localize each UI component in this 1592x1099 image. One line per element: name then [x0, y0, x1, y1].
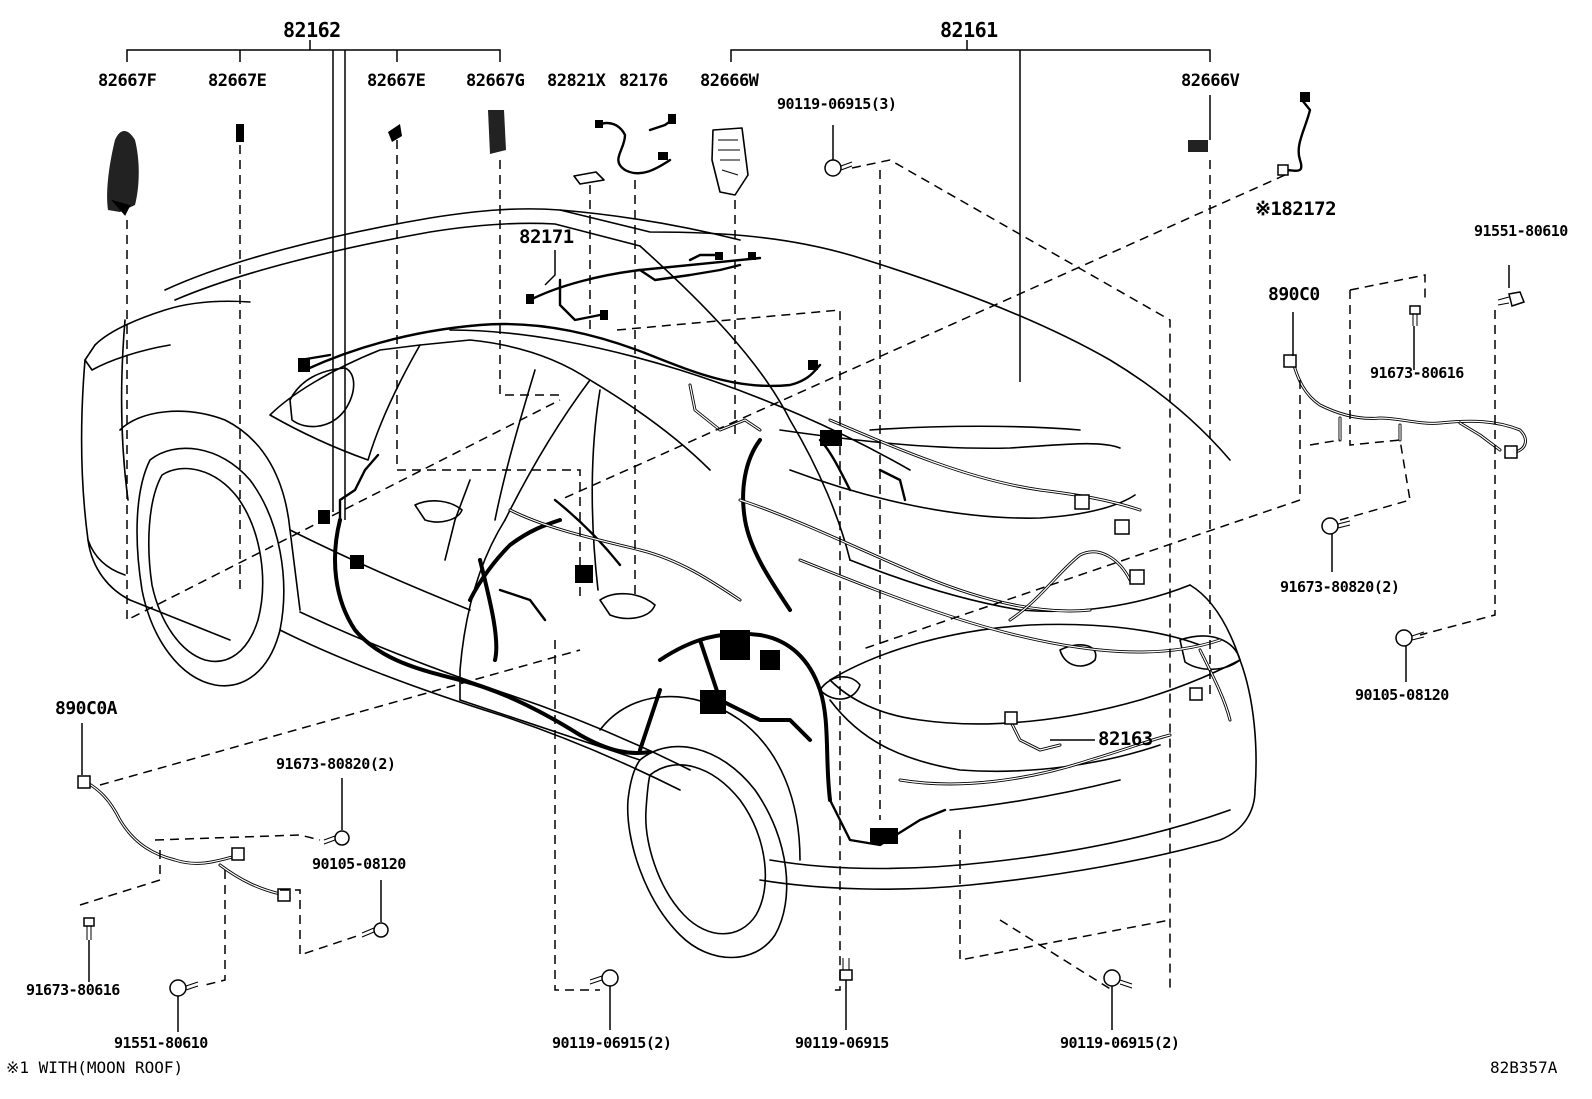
- bolt-icon: [1103, 969, 1133, 989]
- harness-connector-icon: [1074, 494, 1090, 510]
- label-91673-80820-left: 91673-80820(2): [276, 755, 396, 773]
- label-82667E-a: 82667E: [208, 71, 267, 91]
- part-icon-82667F: [107, 131, 139, 216]
- label-82666W: 82666W: [700, 71, 759, 91]
- harness-connector-icon: [760, 650, 780, 670]
- label-82667E-b: 82667E: [367, 71, 426, 91]
- bolt-icon: [839, 958, 853, 981]
- part-icon-82667E-b: [388, 124, 402, 142]
- label-82162: 82162: [283, 18, 341, 42]
- harness-connector-icon: [575, 565, 593, 583]
- group-bracket-82161: [730, 40, 1211, 382]
- bolt-icon: [1395, 629, 1425, 647]
- dashed-projection-lines: [79, 140, 1496, 991]
- label-90119-06915-2b: 90119-06915(2): [1060, 1034, 1180, 1052]
- label-91673-80820-right: 91673-80820(2): [1280, 578, 1400, 596]
- label-82667F: 82667F: [98, 71, 157, 91]
- harness-connector-icon: [526, 294, 534, 304]
- harness-connector-icon: [298, 358, 310, 372]
- part-icon-82667G: [488, 110, 506, 154]
- bolt-icon: [169, 979, 199, 997]
- part-icon-82667E-a: [236, 124, 244, 142]
- harness-82163-front: [898, 648, 1232, 786]
- harness-connector-icon: [350, 555, 364, 569]
- harness-connector-icon: [820, 430, 842, 446]
- bolt-icon: [83, 917, 95, 940]
- bolt-icon: [1409, 305, 1421, 326]
- bolt-icon: [1321, 517, 1351, 535]
- label-90119-06915-2a: 90119-06915(2): [552, 1034, 672, 1052]
- diagram-code: 82B357A: [1490, 1058, 1558, 1077]
- label-890C0A: 890C0A: [55, 698, 118, 719]
- harness-82171-roof: [526, 252, 762, 322]
- label-82163: 82163: [1098, 728, 1153, 750]
- label-91551-80610-left: 91551-80610: [114, 1034, 208, 1052]
- label-82171: 82171: [519, 226, 574, 248]
- harness-connector-icon: [870, 828, 898, 844]
- part-icon-82821X: [573, 171, 605, 185]
- leader-lines: [81, 95, 1510, 1032]
- part-icon-82666V: [1188, 140, 1208, 152]
- bolt-icon: [323, 830, 350, 846]
- harness-82162-rear: [318, 453, 742, 756]
- car-body-outline: [80, 208, 1257, 959]
- harness-82161-roof: [298, 322, 822, 432]
- harness-connector-icon: [748, 252, 756, 260]
- label-91673-80616-left: 91673-80616: [26, 981, 120, 999]
- part-icon-82172: [1277, 92, 1312, 176]
- label-82667G: 82667G: [466, 71, 525, 91]
- label-90119-06915-3: 90119-06915(3): [777, 95, 897, 113]
- label-82666V: 82666V: [1181, 71, 1240, 91]
- label-82176: 82176: [619, 71, 668, 91]
- label-82821X: 82821X: [547, 71, 606, 91]
- harness-connector-icon: [600, 310, 608, 320]
- label-91673-80616-right: 91673-80616: [1370, 364, 1464, 382]
- bolt-icon: [589, 969, 619, 987]
- harness-connector-icon: [1129, 569, 1145, 585]
- label-90119-06915: 90119-06915: [795, 1034, 889, 1052]
- label-82172: ※182172: [1255, 198, 1337, 220]
- label-90105-08120-right: 90105-08120: [1355, 686, 1449, 704]
- label-82161: 82161: [940, 18, 998, 42]
- harness-connector-icon: [1114, 519, 1130, 535]
- harness-connector-icon: [720, 630, 750, 660]
- bolt-icon: [1497, 291, 1525, 307]
- harness-connector-icon: [318, 510, 330, 524]
- harness-890C0: [1283, 354, 1527, 459]
- part-icon-82176: [595, 114, 676, 175]
- bolt-icon: [824, 159, 853, 177]
- harness-connector-icon: [1189, 687, 1203, 701]
- harness-connector-icon: [715, 252, 723, 260]
- harness-82161-dash: [638, 418, 1222, 847]
- label-91551-80610-right: 91551-80610: [1474, 222, 1568, 240]
- harness-connector-icon: [700, 690, 726, 714]
- part-icon-82666W: [711, 127, 749, 196]
- harness-890C0A: [77, 775, 291, 902]
- harness-connector-icon: [1004, 711, 1018, 725]
- label-890C0: 890C0: [1268, 284, 1320, 305]
- harness-connector-icon: [808, 360, 818, 370]
- footnote: ※1 WITH(MOON ROOF): [6, 1058, 184, 1077]
- group-bracket-82162: [126, 40, 501, 520]
- bolt-icon: [361, 922, 389, 938]
- label-90105-08120-left: 90105-08120: [312, 855, 406, 873]
